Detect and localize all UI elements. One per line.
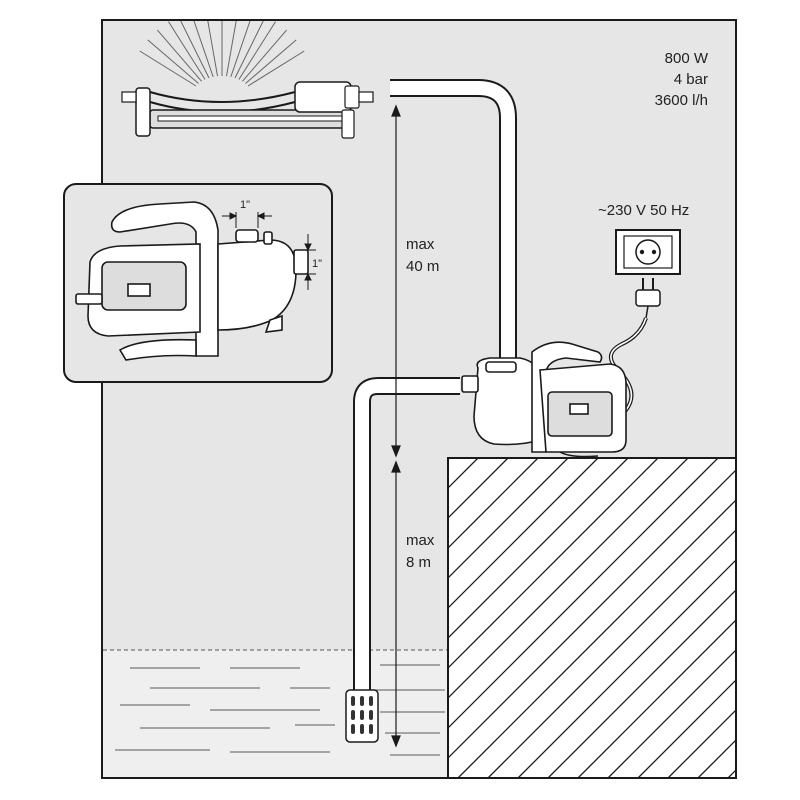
supply-voltage: ~230 V 50 Hz xyxy=(598,202,689,219)
suction-max-label: max xyxy=(406,532,435,549)
delivery-height-dimension xyxy=(391,104,401,458)
delivery-max-label: max xyxy=(406,236,435,253)
suction-depth-dimension xyxy=(391,460,401,748)
sprinkler-icon xyxy=(121,20,374,139)
suction-max-value: 8 m xyxy=(406,554,431,571)
pump-detail-inset: 1" 1" xyxy=(63,183,333,383)
outlet-size-label: 1" xyxy=(240,199,250,211)
delivery-max-value: 40 m xyxy=(406,258,439,275)
inlet-size-label: 1" xyxy=(312,258,322,270)
wall-socket-icon xyxy=(615,229,681,275)
spec-power: 800 W xyxy=(665,50,709,67)
suction-filter-icon xyxy=(345,689,379,743)
spec-flow: 3600 l/h xyxy=(655,92,708,109)
spec-pressure: 4 bar xyxy=(674,71,708,88)
pump-icon xyxy=(461,341,627,458)
plug-icon xyxy=(635,278,661,319)
ground-block xyxy=(447,457,737,779)
water-reservoir xyxy=(103,649,448,777)
